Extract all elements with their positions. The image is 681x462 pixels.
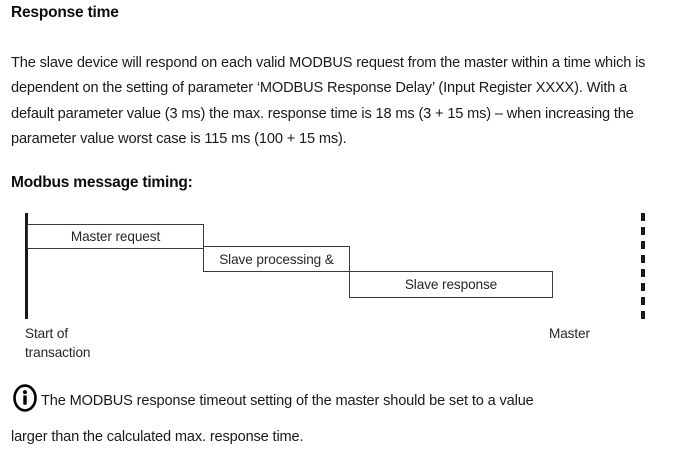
timing-box-label: Master request <box>70 229 161 244</box>
modbus-timing-diagram: Master request Slave processing & Slave … <box>0 200 681 365</box>
note-line-1-wrapper: The MODBUS response timeout setting of t… <box>11 384 673 414</box>
page-title: Response time <box>11 4 119 21</box>
timing-box-label: Slave processing & <box>219 251 334 267</box>
note-text-line-1: The MODBUS response timeout setting of t… <box>41 393 534 409</box>
note-text-line-2: larger than the calculated max. response… <box>11 429 304 445</box>
info-circle-icon <box>11 384 39 412</box>
timing-box-label: Slave response <box>404 277 498 292</box>
info-note: The MODBUS response timeout setting of t… <box>11 384 673 450</box>
intro-paragraph: The slave device will respond on each va… <box>11 54 646 148</box>
timing-box-slave-response: Slave response <box>349 271 553 298</box>
start-axis-line <box>25 213 28 319</box>
start-of-transaction-label: Start of transaction <box>25 326 91 360</box>
timing-box-master-request: Master request <box>27 224 204 249</box>
timing-box-slave-processing: Slave processing & <box>203 246 350 272</box>
diagram-heading: Modbus message timing: <box>11 174 193 191</box>
master-dashed-line <box>641 213 645 319</box>
master-label: Master <box>549 326 590 341</box>
